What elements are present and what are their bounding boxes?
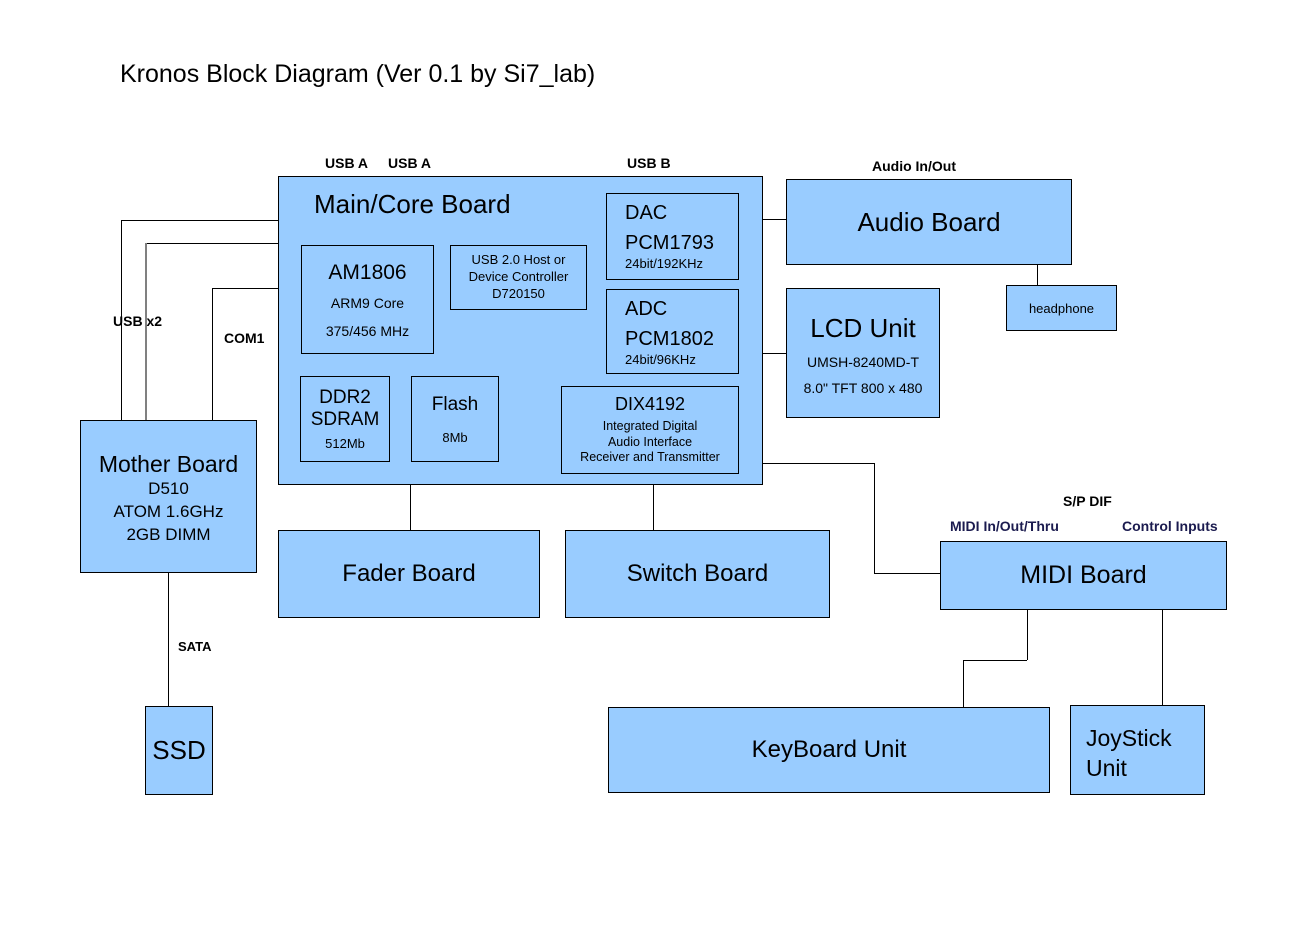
connector-mb-usb2-v-gray (145, 243, 147, 420)
usb-controller-line2: Device Controller (468, 269, 569, 285)
lcd-unit: LCD Unit UMSH-8240MD-T 8.0" TFT 800 x 48… (786, 288, 940, 418)
adc-type: ADC (625, 298, 668, 320)
midi-board: MIDI Board (940, 541, 1227, 610)
fader-board: Fader Board (278, 530, 540, 618)
adc-chip: ADC PCM1802 24bit/96KHz (606, 289, 739, 374)
dac-spec: 24bit/192KHz (625, 256, 704, 271)
dix4192-desc1: Integrated Digital (602, 419, 698, 434)
dix4192-chip: DIX4192 Integrated Digital Audio Interfa… (561, 386, 739, 474)
connector-mb-usb1-h (121, 220, 278, 221)
am1806-clock: 375/456 MHz (325, 322, 410, 339)
mother-board-label: Mother Board (98, 451, 239, 477)
headphone-box: headphone (1006, 285, 1117, 331)
connector-keyboard-v2 (963, 660, 964, 707)
am1806-core: ARM9 Core (330, 294, 405, 311)
audio-board: Audio Board (786, 179, 1072, 265)
label-usb-a-left: USB A (325, 155, 369, 171)
dix4192-desc2: Audio Interface (607, 434, 693, 449)
keyboard-unit: KeyBoard Unit (608, 707, 1050, 793)
adc-spec: 24bit/96KHz (625, 352, 696, 367)
connector-mb-com1-h (212, 288, 278, 289)
connector-audio (763, 219, 786, 220)
label-com1: COM1 (224, 330, 265, 346)
switch-board-label: Switch Board (626, 560, 769, 587)
flash-name: Flash (431, 393, 479, 415)
usb-controller-line1: USB 2.0 Host or (471, 252, 566, 268)
dix4192-desc3: Receiver and Transmitter (580, 450, 720, 465)
ssd-label: SSD (152, 735, 206, 765)
diagram-title: Kronos Block Diagram (Ver 0.1 by Si7_lab… (120, 60, 596, 88)
label-control-inputs: Control Inputs (1122, 518, 1218, 534)
flash-size: 8Mb (442, 429, 468, 445)
label-usb-x2: USB x2 (113, 313, 163, 329)
connector-midi-v (874, 463, 875, 573)
usb-controller-line3: D720150 (492, 285, 545, 301)
am1806-chip: AM1806 ARM9 Core 375/456 MHz (301, 245, 434, 354)
connector-lcd (763, 353, 786, 354)
connector-switch (653, 485, 654, 530)
connector-midi-h1 (763, 463, 874, 464)
label-usb-b: USB B (627, 155, 671, 171)
mother-board-ram: 2GB DIMM (126, 524, 211, 544)
joystick-unit-line2: Unit (1086, 754, 1127, 781)
connector-mb-usb2-h (146, 243, 278, 244)
audio-board-label: Audio Board (857, 206, 1001, 237)
ddr2-size: 512Mb (325, 436, 365, 452)
dac-type: DAC (625, 202, 668, 224)
connector-joystick (1162, 610, 1163, 705)
ddr2-line2: SDRAM (310, 408, 380, 430)
headphone-label: headphone (1028, 300, 1095, 316)
ddr2-line1: DDR2 (319, 386, 371, 408)
keyboard-unit-label: KeyBoard Unit (751, 736, 907, 763)
joystick-unit-line1: JoyStick (1086, 725, 1172, 751)
connector-mb-usb1-v (121, 220, 122, 420)
fader-board-label: Fader Board (342, 560, 476, 587)
mother-board-model: D510 (148, 479, 189, 498)
ddr2-chip: DDR2 SDRAM 512Mb (300, 376, 390, 462)
midi-board-label: MIDI Board (1020, 561, 1147, 589)
dac-part: PCM1793 (625, 232, 714, 254)
label-usb-a-right: USB A (388, 155, 432, 171)
main-core-board: Main/Core Board AM1806 ARM9 Core 375/456… (278, 176, 763, 485)
mother-board-cpu: ATOM 1.6GHz (113, 501, 224, 521)
connector-headphone (1037, 265, 1038, 285)
label-spdif: S/P DIF (1063, 493, 1112, 509)
connector-midi-h2 (874, 573, 940, 574)
label-midi-in-out-thru: MIDI In/Out/Thru (950, 518, 1059, 534)
usb-controller-chip: USB 2.0 Host or Device Controller D72015… (450, 245, 587, 310)
connector-mb-com1-v (212, 288, 213, 420)
joystick-unit: JoyStick Unit (1070, 705, 1205, 795)
connector-keyboard-v1 (1027, 610, 1028, 660)
connector-keyboard-h (963, 660, 1027, 661)
label-audio-in-out: Audio In/Out (872, 158, 956, 174)
mother-board: Mother Board D510 ATOM 1.6GHz 2GB DIMM (80, 420, 257, 573)
ssd-box: SSD (145, 706, 213, 795)
switch-board: Switch Board (565, 530, 830, 618)
connector-sata (168, 573, 169, 706)
flash-chip: Flash 8Mb (411, 376, 499, 462)
main-core-board-title: Main/Core Board (314, 189, 511, 219)
dac-chip: DAC PCM1793 24bit/192KHz (606, 193, 739, 280)
lcd-unit-label: LCD Unit (810, 313, 916, 343)
am1806-name: AM1806 (328, 260, 407, 284)
lcd-unit-spec: 8.0" TFT 800 x 480 (803, 380, 923, 396)
adc-part: PCM1802 (625, 328, 714, 350)
connector-fader (410, 485, 411, 530)
label-sata: SATA (178, 639, 212, 654)
lcd-unit-model: UMSH-8240MD-T (806, 354, 919, 370)
dix4192-part: DIX4192 (614, 394, 686, 415)
